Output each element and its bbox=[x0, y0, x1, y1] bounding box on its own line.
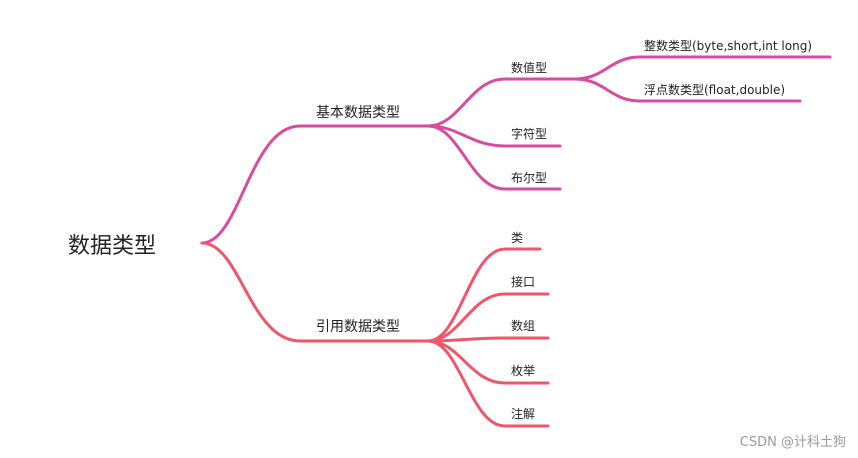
root-node[interactable]: 数据类型 bbox=[68, 234, 157, 259]
edge-root-to-primitive bbox=[200, 124, 430, 245]
node-boolean[interactable]: 布尔型 bbox=[511, 171, 548, 185]
node-class[interactable]: 类 bbox=[511, 231, 524, 245]
node-enum[interactable]: 枚举 bbox=[511, 364, 536, 378]
edge-numeric-to-float bbox=[573, 77, 802, 103]
node-numeric[interactable]: 数值型 bbox=[511, 61, 548, 75]
reference-branch-lines bbox=[200, 241, 550, 428]
primitive-branch-lines bbox=[200, 55, 832, 245]
edge-reference-to-interface bbox=[426, 292, 550, 343]
node-interface[interactable]: 接口 bbox=[511, 275, 536, 289]
edge-primitive-to-boolean bbox=[426, 124, 562, 191]
node-char[interactable]: 字符型 bbox=[511, 127, 548, 141]
node-float-types[interactable]: 浮点数类型(float,double) bbox=[644, 83, 786, 97]
edge-primitive-to-numeric bbox=[426, 77, 577, 128]
edge-reference-to-annotation bbox=[426, 339, 550, 428]
node-integer-types[interactable]: 整数类型(byte,short,int long) bbox=[644, 39, 812, 53]
node-annotation[interactable]: 注解 bbox=[511, 407, 536, 421]
node-reference-types[interactable]: 引用数据类型 bbox=[316, 319, 400, 335]
watermark: CSDN @计科土狗 bbox=[739, 435, 846, 450]
node-array[interactable]: 数组 bbox=[511, 319, 536, 333]
edge-reference-to-class bbox=[426, 247, 542, 343]
edge-reference-to-array bbox=[426, 336, 550, 343]
edge-numeric-to-integer bbox=[573, 55, 832, 81]
edge-root-to-reference bbox=[200, 241, 430, 343]
node-primitive-types[interactable]: 基本数据类型 bbox=[316, 105, 400, 121]
